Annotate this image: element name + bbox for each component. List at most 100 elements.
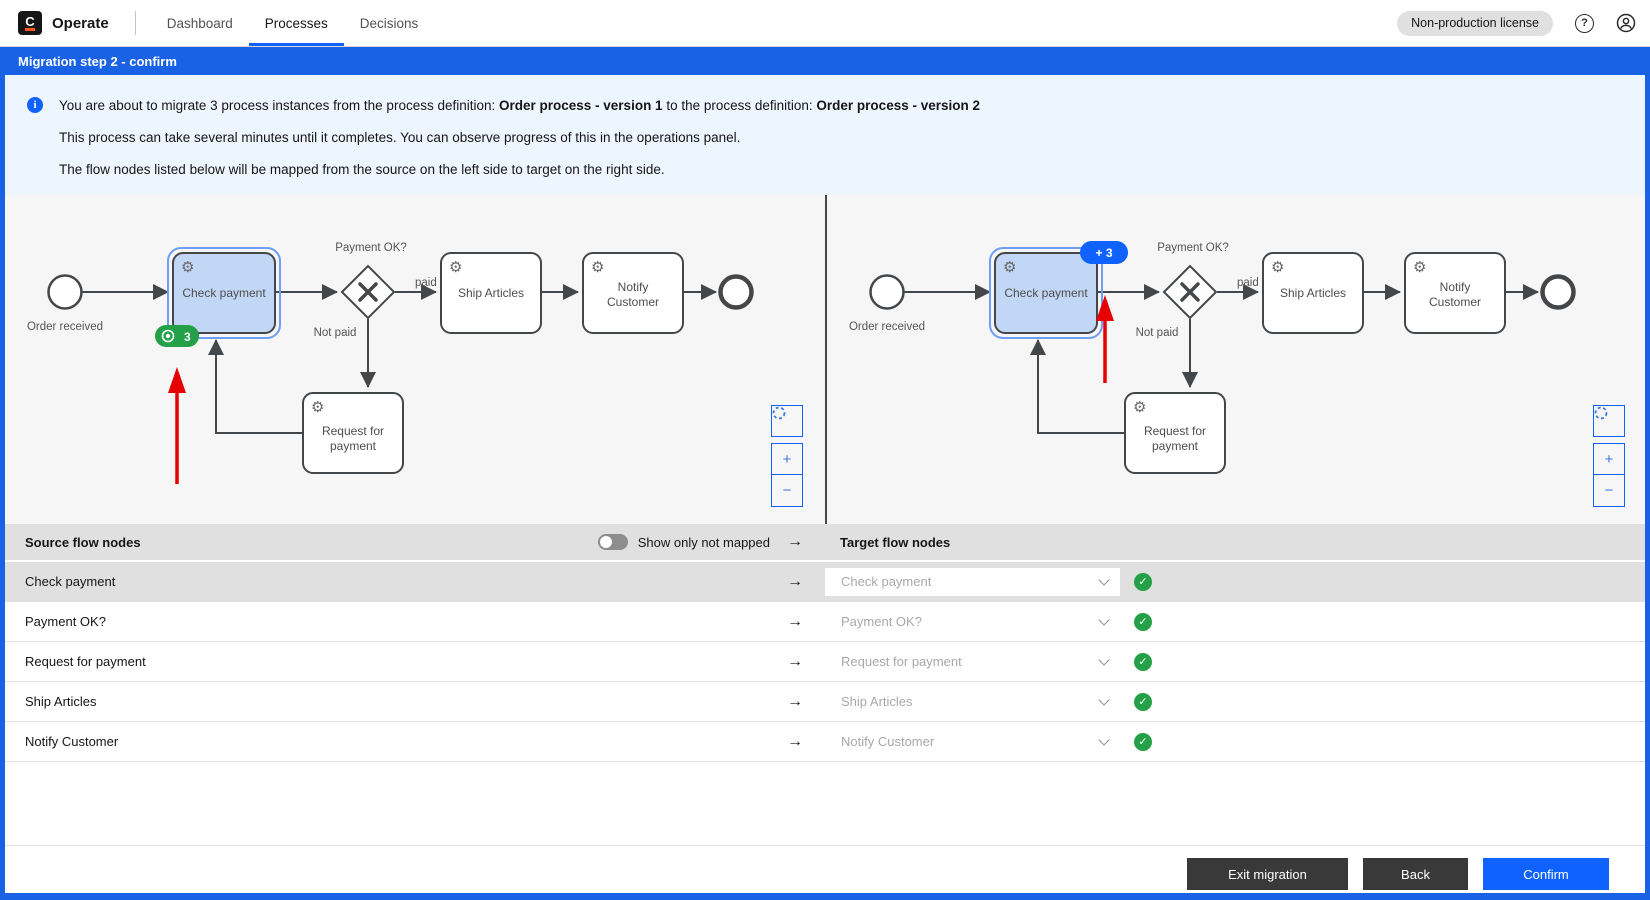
info-notification: i You are about to migrate 3 process ins… — [5, 75, 1645, 195]
diagram-comparison: Order received ⚙ Check payment 3 — [5, 195, 1645, 524]
task-request-for-payment[interactable] — [1124, 392, 1226, 474]
flow-request-to-check — [1030, 339, 1125, 434]
task-label: payment — [1152, 439, 1199, 453]
source-node-label: Ship Articles — [25, 694, 97, 709]
dropdown-value: Ship Articles — [841, 694, 913, 709]
arrow-right-icon: → — [787, 732, 803, 750]
task-request-for-payment[interactable] — [302, 392, 404, 474]
task-notify-customer[interactable] — [1404, 252, 1506, 334]
header-divider — [134, 11, 136, 35]
chevron-down-icon — [1098, 613, 1110, 626]
mapped-check-icon: ✓ — [1134, 572, 1152, 591]
task-ship-articles[interactable] — [440, 252, 542, 334]
service-task-gear-icon: ⚙ — [1003, 259, 1016, 276]
flow-request-to-check — [208, 339, 303, 434]
tab-dashboard[interactable]: Dashboard — [166, 15, 233, 31]
zoom-out-button[interactable]: − — [1593, 475, 1625, 507]
service-task-gear-icon: ⚙ — [1413, 259, 1426, 276]
migration-step-banner: Migration step 2 - confirm — [0, 47, 1650, 75]
end-event[interactable] — [718, 274, 754, 310]
zoom-out-button[interactable]: − — [771, 475, 803, 507]
task-check-payment[interactable] — [994, 252, 1098, 334]
dropdown-value: Request for payment — [841, 654, 962, 669]
active-instances-icon — [161, 329, 175, 343]
source-flow-nodes-header: Source flow nodes — [25, 534, 141, 550]
toggle-label: Show only not mapped — [637, 534, 770, 550]
info-icon: i — [27, 97, 43, 113]
source-node-label: Payment OK? — [25, 614, 106, 629]
app-name: Operate — [52, 14, 109, 32]
source-zoom-controls: + − — [771, 405, 803, 507]
chevron-down-icon — [1098, 653, 1110, 666]
arrow-right-icon: → — [787, 692, 803, 710]
task-label: payment — [330, 439, 377, 453]
zoom-in-button[interactable]: + — [1593, 443, 1625, 475]
task-label: Request for — [1144, 424, 1206, 438]
svg-text:3: 3 — [184, 330, 191, 344]
mapping-row-check-payment[interactable]: Check payment → Check payment ✓ — [5, 562, 1645, 602]
user-icon[interactable] — [1616, 13, 1636, 33]
camunda-logo-icon: C — [18, 11, 42, 35]
xor-gateway-icon — [358, 282, 378, 302]
tab-decisions[interactable]: Decisions — [359, 15, 419, 31]
confirm-button[interactable]: Confirm — [1483, 858, 1609, 890]
reset-zoom-icon — [1594, 406, 1608, 420]
not-paid-label: Not paid — [314, 327, 357, 339]
gateway-label: Payment OK? — [1157, 242, 1229, 254]
banner-title: Migration step 2 - confirm — [18, 53, 177, 69]
task-check-payment[interactable] — [172, 252, 276, 334]
task-label: Notify — [618, 280, 649, 294]
diagram-panel-divider[interactable] — [825, 195, 827, 524]
source-node-label: Request for payment — [25, 654, 146, 669]
start-event-label: Order received — [27, 321, 103, 333]
chevron-down-icon — [1098, 693, 1110, 706]
table-empty-area — [5, 762, 1645, 845]
info-line-2: This process can take several minutes un… — [59, 130, 741, 145]
show-only-not-mapped-toggle[interactable] — [597, 534, 628, 550]
end-event[interactable] — [1540, 274, 1576, 310]
active-instances-badge: 3 — [155, 325, 199, 347]
target-node-dropdown[interactable]: Notify Customer — [825, 727, 1120, 756]
reset-zoom-icon — [772, 406, 786, 420]
mapping-row-ship-articles[interactable]: Ship Articles → Ship Articles ✓ — [5, 682, 1645, 722]
target-node-dropdown[interactable]: Check payment — [825, 567, 1120, 596]
selection-halo — [167, 247, 281, 339]
mapping-row-request-for-payment[interactable]: Request for payment → Request for paymen… — [5, 642, 1645, 682]
start-event-label: Order received — [849, 321, 925, 333]
brand: C Operate — [0, 0, 109, 46]
exit-migration-button[interactable]: Exit migration — [1187, 858, 1348, 890]
paid-label: paid — [415, 277, 437, 289]
paid-label: paid — [1237, 277, 1259, 289]
help-icon[interactable]: ? — [1575, 13, 1594, 33]
source-bpmn-diagram: Order received ⚙ Check payment 3 — [27, 242, 754, 484]
reset-zoom-button[interactable] — [1593, 405, 1625, 437]
target-node-dropdown[interactable]: Payment OK? — [825, 607, 1120, 636]
mapped-check-icon: ✓ — [1134, 732, 1152, 751]
back-button[interactable]: Back — [1363, 858, 1468, 890]
start-event[interactable] — [47, 274, 83, 310]
migration-view: i You are about to migrate 3 process ins… — [0, 75, 1650, 900]
start-event[interactable] — [869, 274, 905, 310]
tab-processes[interactable]: Processes — [248, 0, 344, 46]
task-label: Ship Articles — [1280, 286, 1346, 300]
svg-text:+ 3: + 3 — [1095, 246, 1112, 260]
task-ship-articles[interactable] — [1262, 252, 1364, 334]
mapping-row-notify-customer[interactable]: Notify Customer → Notify Customer ✓ — [5, 722, 1645, 762]
selection-halo — [989, 247, 1103, 339]
arrow-right-icon: → — [787, 652, 803, 670]
reset-zoom-button[interactable] — [771, 405, 803, 437]
task-notify-customer[interactable] — [582, 252, 684, 334]
target-node-dropdown[interactable]: Ship Articles — [825, 687, 1120, 716]
main-nav: Dashboard Processes Decisions — [151, 0, 435, 46]
source-node-label: Notify Customer — [25, 734, 119, 749]
target-node-dropdown[interactable]: Request for payment — [825, 647, 1120, 676]
zoom-in-button[interactable]: + — [771, 443, 803, 475]
target-bpmn-diagram: Order received ⚙ Check payment + 3 — [849, 241, 1576, 474]
source-pointer-arrow — [168, 367, 186, 484]
license-badge: Non-production license — [1397, 10, 1553, 36]
service-task-gear-icon: ⚙ — [591, 259, 604, 276]
mapped-check-icon: ✓ — [1134, 652, 1152, 671]
logo-letter: C — [25, 14, 35, 29]
task-label: Customer — [1429, 295, 1481, 309]
mapping-row-payment-ok[interactable]: Payment OK? → Payment OK? ✓ — [5, 602, 1645, 642]
